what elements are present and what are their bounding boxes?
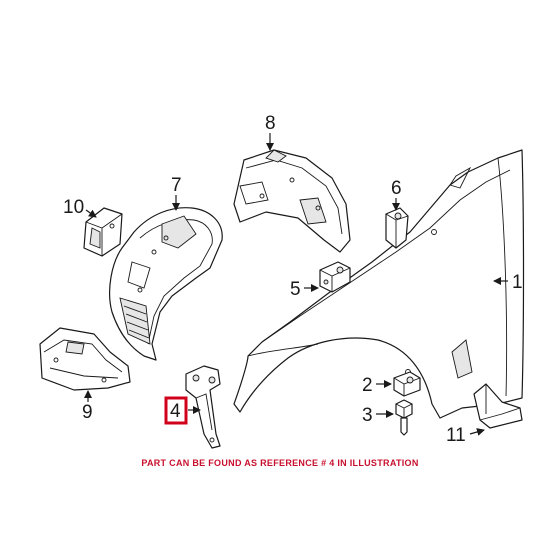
trim-piece-part — [473, 383, 523, 429]
callout-8: 8 — [265, 113, 276, 134]
splash-shield-part — [39, 327, 131, 391]
highlight-box — [164, 396, 188, 425]
support-bracket-part — [185, 365, 221, 449]
cover-part — [83, 207, 123, 257]
leader-10 — [85, 209, 97, 218]
callout-10: 10 — [63, 197, 84, 218]
callout-9: 9 — [82, 402, 93, 423]
wheel-arch-liner-part — [109, 207, 223, 361]
callout-1: 1 — [512, 272, 523, 293]
leader-11 — [469, 428, 485, 436]
bolt-part — [395, 399, 413, 436]
reference-note: PART CAN BE FOUND AS REFERENCE # 4 IN IL… — [141, 458, 419, 468]
callout-7: 7 — [171, 175, 182, 196]
fender-part — [233, 149, 525, 419]
callout-2: 2 — [362, 375, 373, 396]
nut-clip-part — [393, 371, 421, 397]
callout-11: 11 — [446, 425, 466, 446]
callout-5: 5 — [290, 279, 301, 300]
callout-labels: 1 2 3 4 5 6 7 8 9 10 11 — [63, 113, 523, 446]
rear-wheel-arch-liner-part — [233, 149, 351, 253]
upper-bracket-part — [385, 207, 409, 249]
leader-lines — [84, 133, 508, 436]
callout-3: 3 — [362, 405, 373, 426]
callout-4: 4 — [170, 401, 181, 422]
callout-6: 6 — [391, 178, 402, 199]
small-bracket-part — [319, 261, 351, 293]
